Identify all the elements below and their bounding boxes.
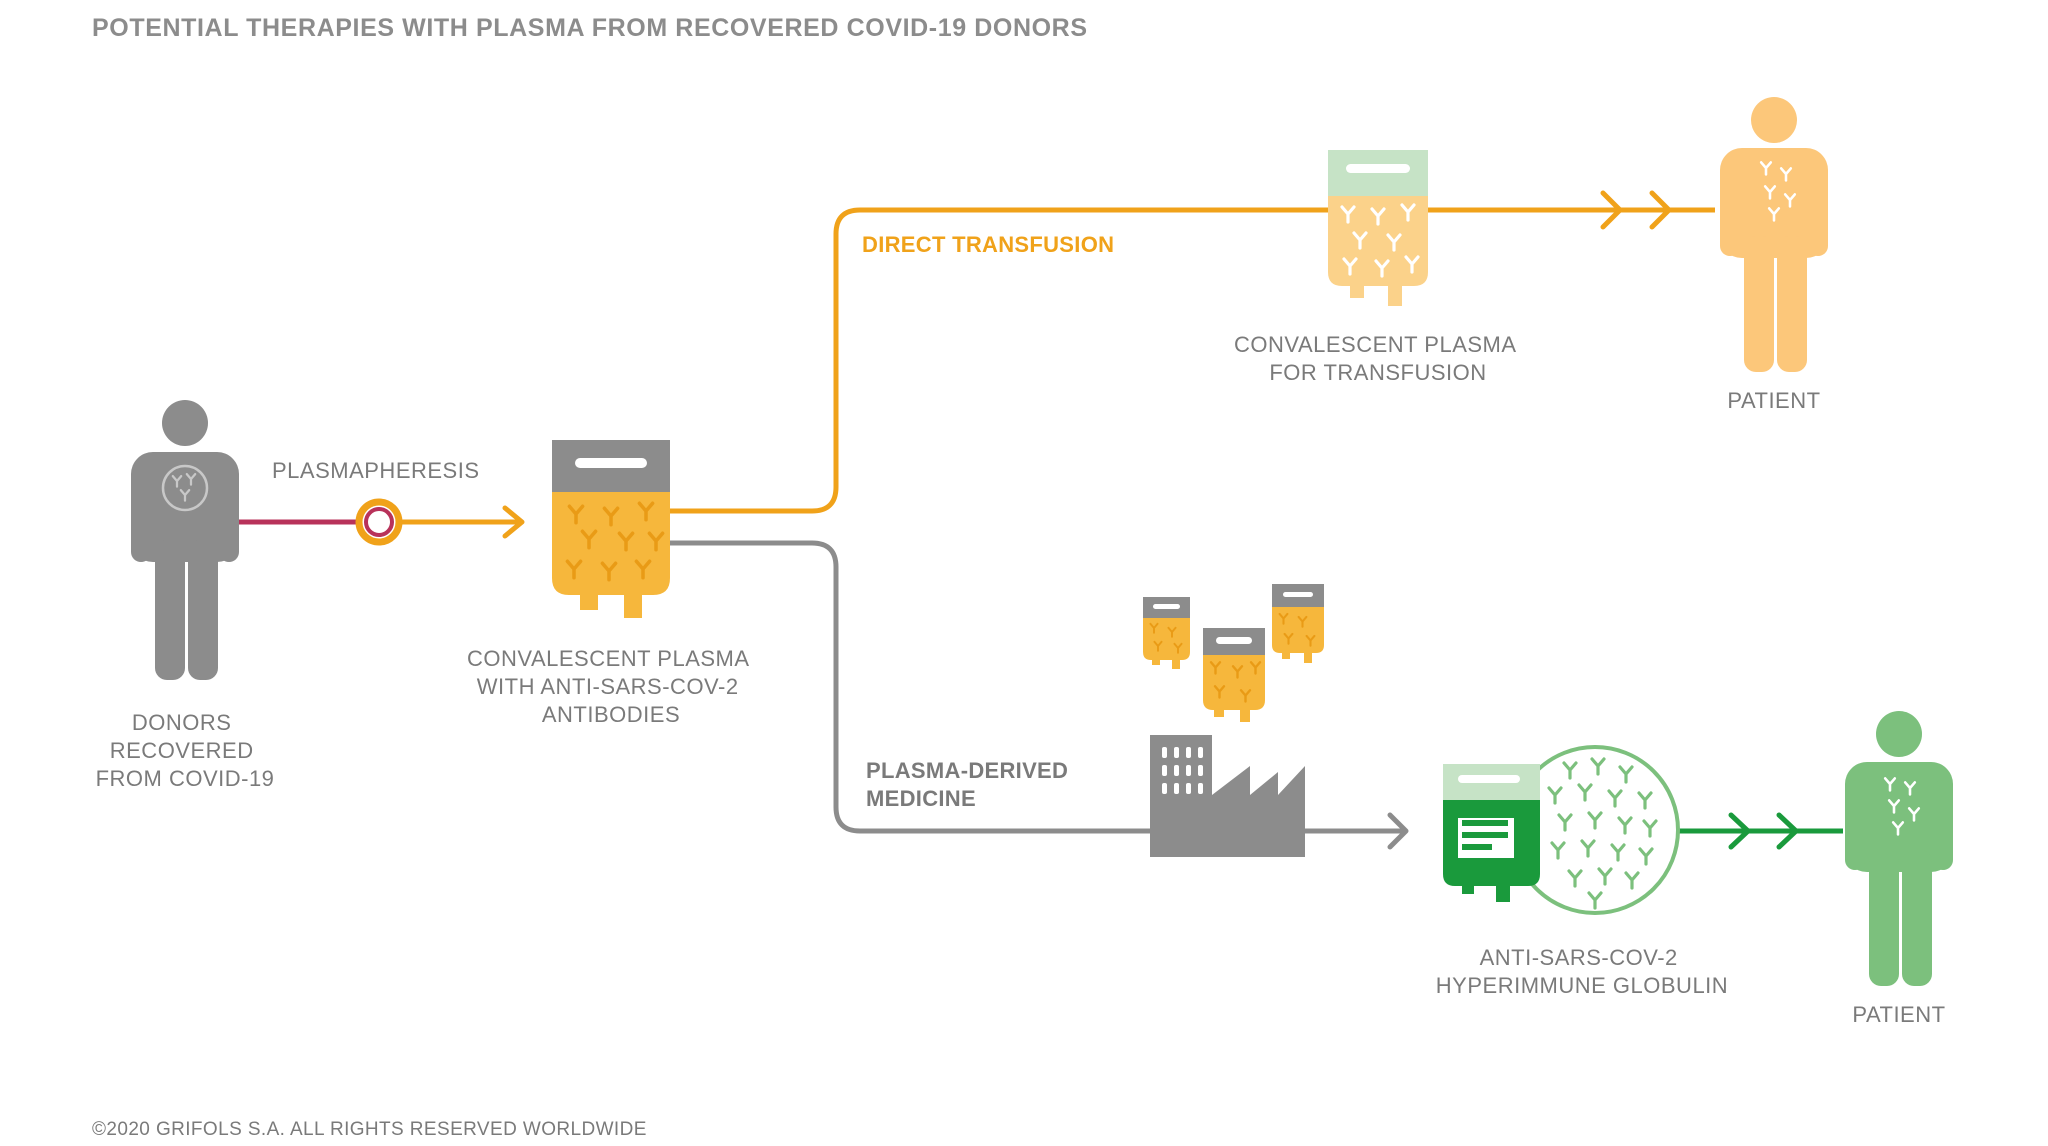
- donor-label: DONORS RECOVERED FROM COVID-19: [96, 710, 275, 791]
- plasmapheresis-label: PLASMAPHERESIS: [272, 458, 480, 483]
- hyperimmune-globulin-icon: [1443, 745, 1680, 915]
- small-plasma-bag-icon: [1272, 584, 1324, 663]
- arrow-head-icon: [1649, 190, 1672, 230]
- patient-person-icon: [1720, 97, 1828, 372]
- patient-label: PATIENT: [1852, 1002, 1945, 1027]
- transfusion-bag-label: CONVALESCENT PLASMA FOR TRANSFUSION: [1234, 332, 1522, 385]
- arrow-head-icon: [502, 505, 525, 539]
- copyright-footer: ©2020 GRIFOLS S.A. ALL RIGHTS RESERVED W…: [92, 1119, 647, 1140]
- arrow-head-icon: [1387, 812, 1409, 850]
- arrow-head-icon: [1776, 812, 1799, 850]
- direct-transfusion-route: [670, 207, 1330, 514]
- plasma-derived-label: PLASMA-DERIVED MEDICINE: [866, 758, 1075, 811]
- patient-person-icon: [1845, 711, 1953, 986]
- patient-label: PATIENT: [1727, 388, 1820, 413]
- factory-icon: [1150, 735, 1305, 857]
- arrow-head-icon: [1600, 190, 1623, 230]
- donor-person-icon: [131, 400, 239, 680]
- small-plasma-bag-icon: [1143, 597, 1190, 669]
- direct-transfusion-label: DIRECT TRANSFUSION: [862, 232, 1114, 257]
- convalescent-plasma-label: CONVALESCENT PLASMA WITH ANTI-SARS-COV-2…: [467, 646, 755, 727]
- convalescent-plasma-bag-icon: [552, 440, 670, 618]
- diagram-title: POTENTIAL THERAPIES WITH PLASMA FROM REC…: [92, 14, 1088, 42]
- arrow-head-icon: [1728, 812, 1751, 850]
- small-plasma-bag-icon: [1203, 628, 1265, 722]
- plasma-derived-route: [670, 540, 1150, 834]
- transfusion-bag-icon: [1328, 150, 1428, 306]
- globulin-label: ANTI-SARS-COV-2 HYPERIMMUNE GLOBULIN: [1436, 945, 1728, 998]
